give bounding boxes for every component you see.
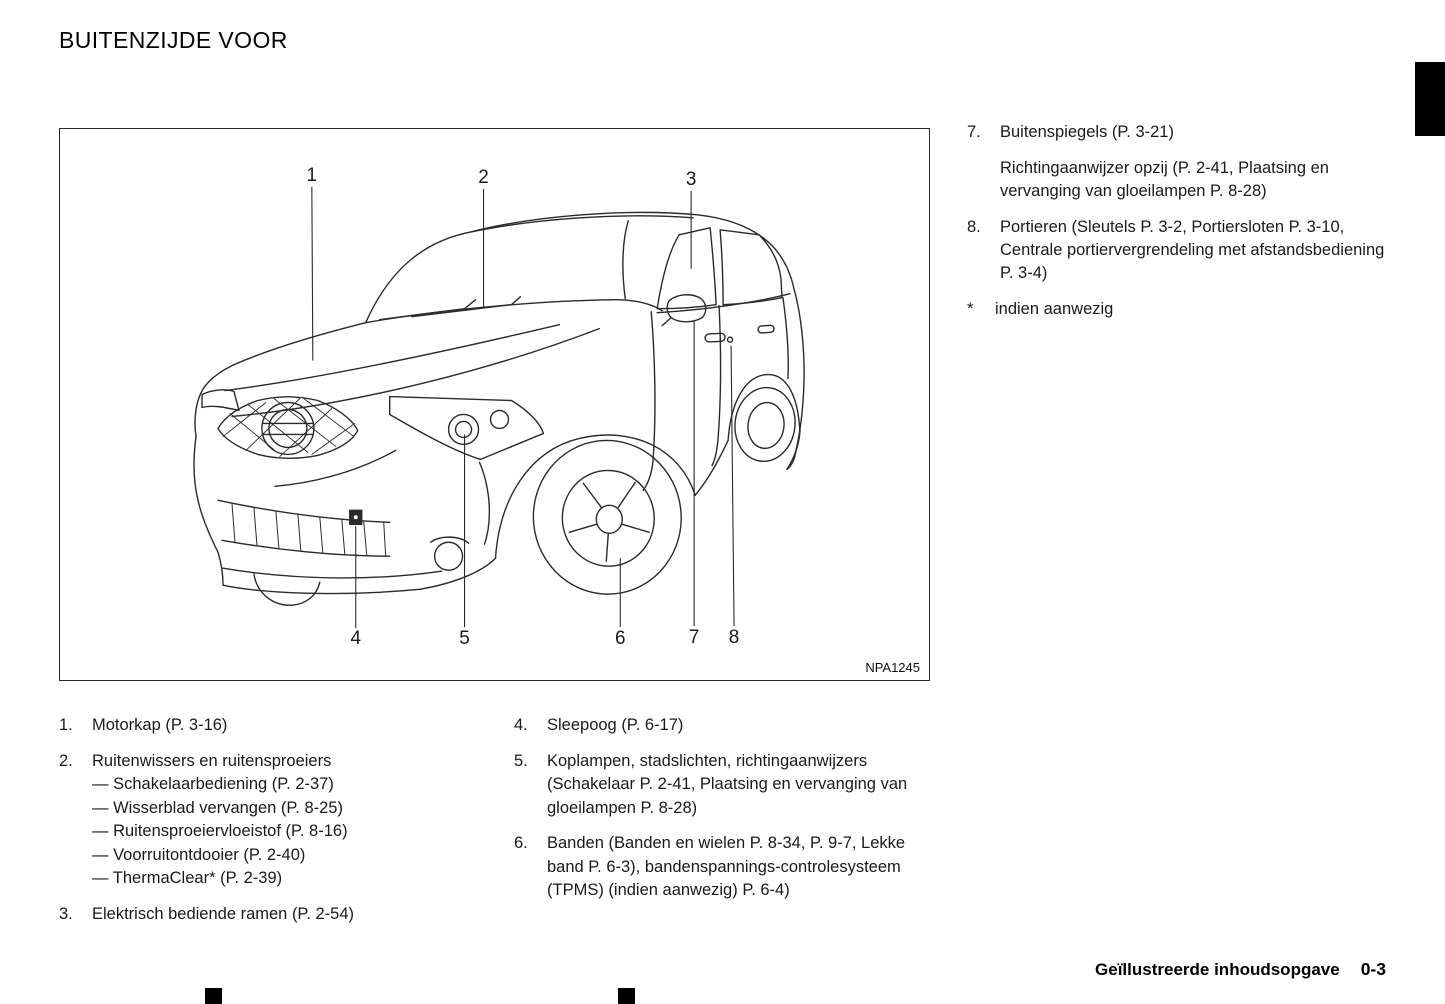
callout-label-8: 8 <box>729 627 740 648</box>
callout-label-5: 5 <box>459 628 470 649</box>
legend-column-right: 4. Sleepoog (P. 6-17) 5. Koplampen, stad… <box>514 714 911 915</box>
legend-item-3: 3. Elektrisch bediende ramen (P. 2-54) <box>59 903 459 927</box>
door-seams <box>642 296 789 492</box>
side-windows <box>656 227 791 314</box>
legend-item-5: 5. Koplampen, stadslichten, richtingaanw… <box>514 750 911 821</box>
legend-subitem: — Ruitensproeiervloeistof (P. 8-16) <box>92 822 348 840</box>
legend-item-text: Ruitenwissers en ruitensproeiers — Schak… <box>92 750 459 891</box>
rear-wheel <box>734 386 796 463</box>
legend-item-text: Sleepoog (P. 6-17) <box>547 716 684 734</box>
legend-item-1: 1. Motorkap (P. 3-16) <box>59 714 459 738</box>
callout-lines <box>311 186 735 629</box>
footnote-marker: * <box>967 300 974 318</box>
legend-item-text: Elektrisch bediende ramen (P. 2-54) <box>92 904 355 923</box>
right-reference-column: 7. Buitenspiegels (P. 3-21) Richtingaanw… <box>967 121 1387 321</box>
legend-item-4: 4. Sleepoog (P. 6-17) <box>514 714 911 738</box>
legend-column-left: 1. Motorkap (P. 3-16) 2. Ruitenwissers e… <box>59 714 459 938</box>
grille <box>217 396 359 459</box>
figure-code: NPA1245 <box>865 660 920 675</box>
car-illustration: 1 2 3 4 5 6 7 8 <box>193 165 805 649</box>
section-tab-marker <box>1415 62 1445 136</box>
legend-subitem: — ThermaClear* (P. 2-39) <box>92 869 283 887</box>
footer-page-number: 0-3 <box>1360 959 1386 979</box>
legend-subitem: — Wisserblad vervangen (P. 8-25) <box>92 798 343 817</box>
hood-crease-lines <box>224 323 601 418</box>
front-wheel <box>532 439 682 595</box>
legend-item-6: 6. Banden (Banden en wielen P. 8-34, P. … <box>514 832 911 903</box>
wipers <box>379 295 522 321</box>
print-registration-mark <box>618 988 635 1004</box>
reference-item-text: Buitenspiegels (P. 3-21) <box>1000 123 1174 141</box>
reference-item-number: 8. <box>967 218 981 236</box>
figure-box: 1 2 3 4 5 6 7 8 NPA1245 <box>59 128 930 681</box>
reference-item-8: 8. Portieren (Sleutels P. 3-2, Portiersl… <box>967 216 1387 285</box>
legend-item-text: Koplampen, stadslichten, richtingaanwijz… <box>547 751 908 817</box>
page-footer: Geïllustreerde inhoudsopgave 0-3 <box>1095 959 1386 980</box>
legend-subitem: — Voorruitontdooier (P. 2-40) <box>92 845 306 864</box>
door-handles <box>704 324 775 343</box>
footnote: * indien aanwezig <box>967 298 1387 321</box>
far-side-front-wheel <box>253 573 321 606</box>
legend-item-2: 2. Ruitenwissers en ruitensproeiers — Sc… <box>59 750 459 891</box>
windshield <box>365 215 694 324</box>
legend-item-number: 3. <box>59 904 73 923</box>
legend-item-text: Motorkap (P. 3-16) <box>92 716 228 734</box>
callout-label-3: 3 <box>686 169 697 190</box>
callout-label-7: 7 <box>689 627 700 648</box>
legend-subitem: — Schakelaarbediening (P. 2-37) <box>92 775 334 793</box>
callout-label-1: 1 <box>307 165 318 186</box>
reference-item-7: 7. Buitenspiegels (P. 3-21) <box>967 121 1387 144</box>
headlights <box>201 389 545 461</box>
bumper-details <box>217 449 491 579</box>
legend-item-number: 2. <box>59 751 73 770</box>
callout-label-2: 2 <box>478 167 489 188</box>
legend-item-number: 6. <box>514 834 528 852</box>
legend-item-title: Ruitenwissers en ruitensproeiers <box>92 751 332 770</box>
callout-label-6: 6 <box>615 628 626 649</box>
page-title: BUITENZIJDE VOOR <box>59 27 288 53</box>
reference-item-7-subtext: Richtingaanwijzer opzij (P. 2-41, Plaats… <box>1000 159 1329 200</box>
towhook-cover-dot <box>353 515 358 520</box>
callout-line-8 <box>730 345 735 627</box>
callout-line-1 <box>311 186 314 361</box>
callout-label-4: 4 <box>350 628 361 649</box>
footnote-text: indien aanwezig <box>995 300 1114 318</box>
reference-item-number: 7. <box>967 123 981 141</box>
footer-section-label: Geïllustreerde inhoudsopgave <box>1095 960 1340 979</box>
side-mirror <box>661 294 707 327</box>
legend-item-number: 1. <box>59 716 73 734</box>
print-registration-mark <box>205 988 222 1004</box>
callout-labels: 1 2 3 4 5 6 7 8 <box>307 165 740 649</box>
legend-item-number: 5. <box>514 751 528 770</box>
reference-item-text: Portieren (Sleutels P. 3-2, Portierslote… <box>1000 218 1385 282</box>
legend-item-number: 4. <box>514 716 528 734</box>
legend-item-text: Banden (Banden en wielen P. 8-34, P. 9-7… <box>547 834 906 899</box>
